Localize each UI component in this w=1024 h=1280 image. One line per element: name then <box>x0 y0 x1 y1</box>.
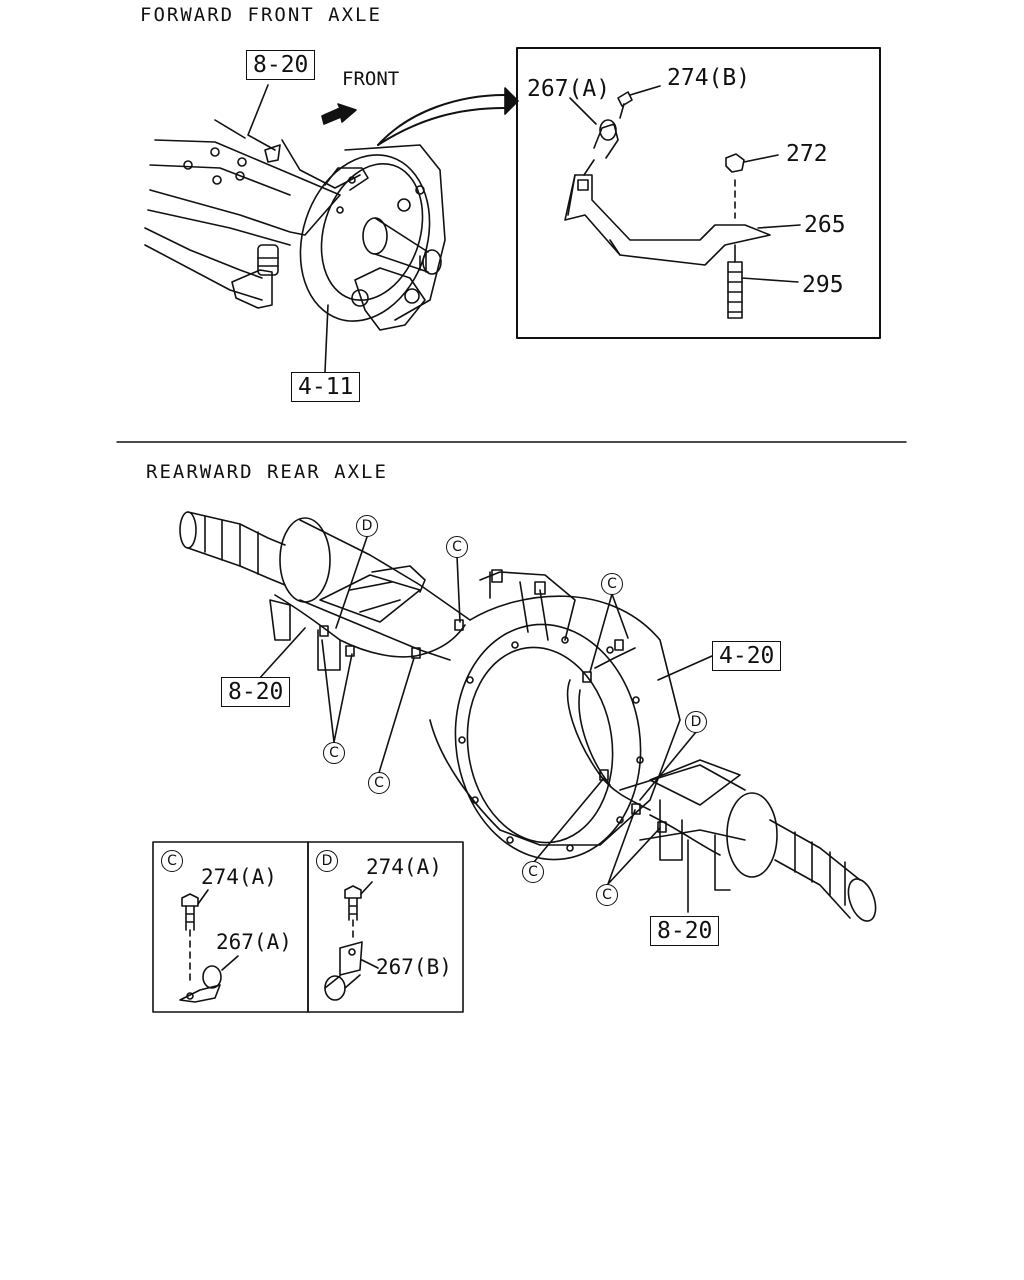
detail-c-clip-label[interactable]: 267(A) <box>216 930 292 954</box>
rear-reference-right[interactable]: 4-20 <box>712 641 782 671</box>
callout-d-marker[interactable]: D <box>685 711 707 733</box>
front-direction-label: FRONT <box>342 68 400 90</box>
detail-d-clip-label[interactable]: 267(B) <box>376 955 452 979</box>
rear-reference-bottom[interactable]: 8-20 <box>650 916 720 946</box>
rear-detail-boxes <box>152 841 464 1013</box>
callout-c-marker[interactable]: C <box>522 861 544 883</box>
inset-label-267a[interactable]: 267(A) <box>527 76 611 102</box>
callout-c-marker[interactable]: C <box>323 742 345 764</box>
callout-c-marker[interactable]: C <box>601 573 623 595</box>
detail-c-bolt-label[interactable]: 274(A) <box>201 865 277 889</box>
callout-c-marker[interactable]: C <box>596 884 618 906</box>
inset-label-272[interactable]: 272 <box>786 141 828 167</box>
callout-c-marker[interactable]: C <box>446 536 468 558</box>
front-reference-bottom[interactable]: 4-11 <box>291 372 361 402</box>
inset-label-265[interactable]: 265 <box>804 212 846 238</box>
callout-c-marker[interactable]: C <box>368 772 390 794</box>
front-inset-detail <box>516 47 881 339</box>
detail-d-key: D <box>316 850 338 872</box>
rear-section-title: REARWARD REAR AXLE <box>146 461 388 483</box>
detail-c-key: C <box>161 850 183 872</box>
callout-d-marker[interactable]: D <box>356 515 378 537</box>
inset-label-274b[interactable]: 274(B) <box>667 65 751 91</box>
front-reference-top[interactable]: 8-20 <box>246 50 316 80</box>
detail-d-bolt-label[interactable]: 274(A) <box>366 855 442 879</box>
rear-axle-drawing <box>179 511 877 922</box>
front-axle-drawing <box>144 84 519 373</box>
rear-reference-left[interactable]: 8-20 <box>221 677 291 707</box>
front-section-title: FORWARD FRONT AXLE <box>140 4 382 26</box>
inset-label-295[interactable]: 295 <box>802 272 844 298</box>
